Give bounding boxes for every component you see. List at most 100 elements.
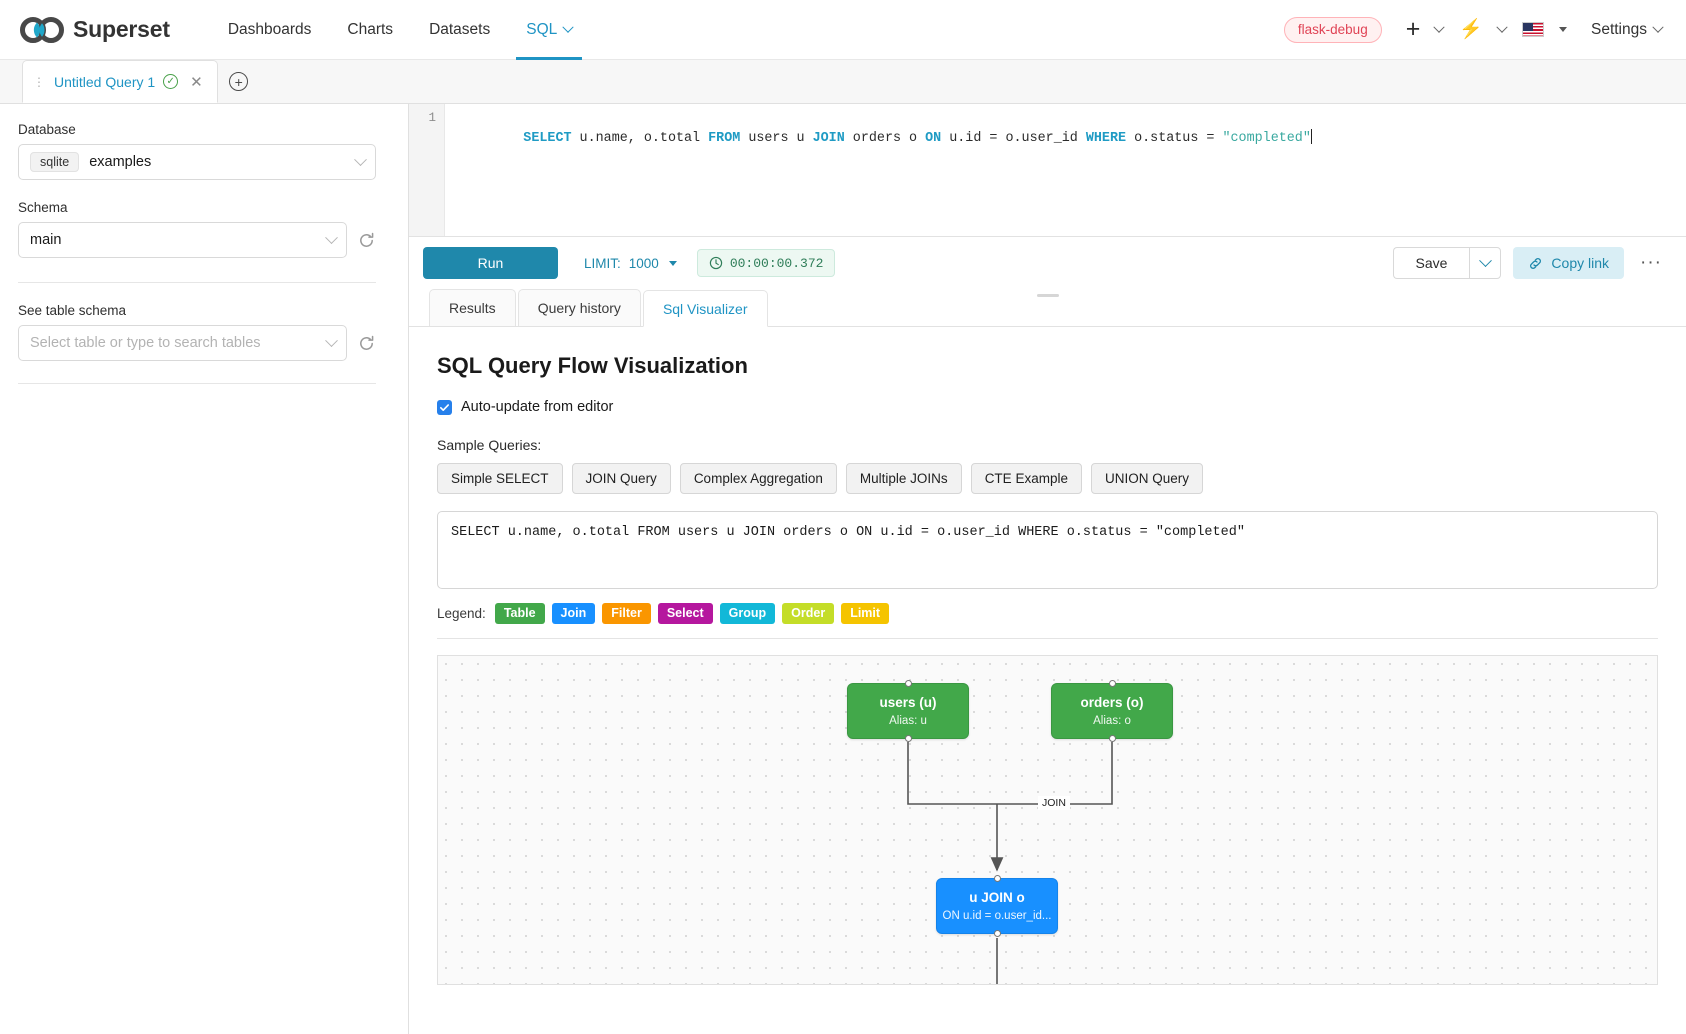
panel-resize-handle[interactable]	[1036, 294, 1059, 297]
language-menu[interactable]	[1516, 22, 1573, 37]
node-port-bottom	[1108, 735, 1116, 742]
new-item-menu[interactable]: +	[1400, 17, 1450, 42]
brand-text: Superset	[73, 16, 170, 42]
node-port-bottom	[904, 735, 912, 742]
table-search-input[interactable]: Select table or type to search tables	[18, 325, 347, 361]
settings-menu[interactable]: Settings	[1590, 20, 1664, 39]
right-editor-panel: 1 SELECT u.name, o.total FROM users u JO…	[409, 104, 1686, 1034]
superset-brand[interactable]: Superset	[20, 16, 170, 43]
node-subtitle: ON u.id = o.user_id...	[942, 910, 1052, 922]
sample-button-join-query[interactable]: JOIN Query	[571, 463, 671, 494]
nav-link-label: Charts	[347, 20, 394, 38]
legend-chip-select: Select	[657, 603, 713, 624]
table-search-placeholder: Select table or type to search tables	[30, 335, 261, 351]
caret-down-icon	[1558, 27, 1567, 32]
sample-button-simple-select[interactable]: Simple SELECT	[437, 463, 563, 494]
database-value: examples	[89, 154, 152, 170]
auto-update-checkbox[interactable]	[437, 399, 452, 415]
query-tab-bar: ⋮ Untitled Query 1 ✓ ✕ +	[0, 60, 1686, 104]
add-query-tab-button[interactable]: +	[218, 60, 260, 103]
query-timer: 00:00:00.372	[696, 249, 836, 277]
legend-chip-join: Join	[551, 603, 596, 624]
schema-label: Schema	[18, 200, 68, 215]
node-title: u JOIN o	[969, 890, 1025, 905]
chevron-down-icon	[325, 230, 338, 244]
superset-logo-icon	[20, 16, 64, 43]
nav-link-dashboards[interactable]: Dashboards	[210, 0, 330, 60]
database-field: Database sqlite examples	[18, 122, 376, 180]
legend-label: Legend:	[437, 606, 486, 621]
node-port-top	[993, 875, 1001, 882]
sample-button-multiple-joins[interactable]: Multiple JOINs	[845, 463, 962, 494]
plus-circle-icon: +	[229, 72, 249, 91]
refresh-schema-icon[interactable]	[357, 231, 376, 250]
save-button-group: Save	[1392, 247, 1502, 279]
schema-select[interactable]: main	[18, 222, 347, 258]
sql-token-string: "completed"	[1222, 131, 1311, 146]
close-icon[interactable]: ✕	[190, 73, 203, 91]
editor-code[interactable]: SELECT u.name, o.total FROM users u JOIN…	[445, 104, 1674, 236]
auto-update-label: Auto-update from editor	[461, 399, 614, 415]
legend-chip-order: Order	[782, 603, 835, 624]
line-number: 1	[428, 111, 436, 125]
more-options-button[interactable]: ···	[1640, 252, 1662, 273]
sql-input-textarea[interactable]	[437, 511, 1658, 589]
database-select[interactable]: sqlite examples	[18, 144, 376, 180]
tab-results[interactable]: Results	[429, 289, 516, 326]
drag-dots-icon[interactable]: ⋮	[33, 74, 46, 89]
flow-node-join[interactable]: u JOIN o ON u.id = o.user_id...	[936, 875, 1058, 937]
save-dropdown-button[interactable]	[1469, 247, 1502, 279]
toolbar-right-group: Save Copy link ···	[1392, 247, 1667, 279]
sql-token-on: ON	[925, 131, 942, 146]
flow-canvas[interactable]: JOIN users (u) Alias: u orders (o) Alias…	[437, 655, 1658, 985]
bolt-menu[interactable]: ⚡	[1453, 20, 1512, 39]
nav-link-label: SQL	[526, 20, 558, 38]
edge-label-join: JOIN	[1038, 796, 1070, 810]
sql-token-select: SELECT	[523, 131, 572, 146]
page-title: SQL Query Flow Visualization	[437, 353, 748, 378]
copy-link-label: Copy link	[1551, 255, 1610, 271]
sql-token-cols: u.name, o.total	[571, 131, 709, 146]
bolt-icon: ⚡	[1459, 19, 1483, 40]
copy-link-button[interactable]: Copy link	[1513, 247, 1625, 279]
sample-button-union-query[interactable]: UNION Query	[1090, 463, 1203, 494]
sample-query-buttons: Simple SELECT JOIN Query Complex Aggrega…	[437, 463, 1658, 494]
query-tab-untitled-query-1[interactable]: ⋮ Untitled Query 1 ✓ ✕	[22, 60, 218, 103]
settings-label: Settings	[1590, 20, 1647, 38]
chevron-down-icon	[1433, 21, 1445, 33]
save-button[interactable]: Save	[1392, 247, 1470, 279]
flow-node-orders[interactable]: orders (o) Alias: o	[1051, 680, 1173, 742]
nav-link-charts[interactable]: Charts	[329, 0, 411, 60]
query-tab-label: Untitled Query 1	[54, 73, 156, 90]
chevron-down-icon	[562, 21, 574, 33]
body-split: Database sqlite examples Schema main	[0, 104, 1686, 1034]
legend-chip-group: Group	[719, 603, 776, 624]
tab-query-history[interactable]: Query history	[517, 289, 641, 326]
nav-link-datasets[interactable]: Datasets	[411, 0, 508, 60]
sample-queries-label: Sample Queries:	[437, 437, 542, 453]
plus-icon: +	[1405, 15, 1421, 43]
schema-field: Schema main	[18, 200, 376, 258]
sql-token-users: users u	[740, 131, 813, 146]
node-port-bottom	[993, 930, 1001, 937]
node-port-top	[904, 680, 912, 687]
sql-token-join: JOIN	[812, 131, 845, 146]
top-navbar: Superset Dashboards Charts Datasets SQL …	[0, 0, 1686, 60]
limit-dropdown[interactable]: LIMIT: 1000	[584, 256, 677, 271]
flow-node-users[interactable]: users (u) Alias: u	[847, 680, 969, 742]
editor-gutter: 1	[409, 104, 445, 236]
tab-sql-visualizer[interactable]: Sql Visualizer	[642, 290, 768, 327]
nav-link-sql[interactable]: SQL	[508, 0, 590, 60]
sql-editor[interactable]: 1 SELECT u.name, o.total FROM users u JO…	[409, 104, 1686, 237]
editor-scrollbar[interactable]	[1674, 104, 1686, 236]
sample-button-complex-aggregation[interactable]: Complex Aggregation	[679, 463, 837, 494]
legend: Legend: Table Join Filter Select Group O…	[437, 603, 1658, 624]
node-title: users (u)	[879, 695, 937, 710]
editor-toolbar: Run LIMIT: 1000 00:00:00.372 Save	[409, 237, 1686, 297]
panel-divider-2	[18, 383, 376, 384]
sample-button-cte-example[interactable]: CTE Example	[970, 463, 1082, 494]
chevron-down-icon	[1479, 253, 1492, 267]
run-button[interactable]: Run	[423, 247, 558, 279]
refresh-tables-icon[interactable]	[357, 334, 376, 353]
schema-value: main	[30, 232, 62, 248]
